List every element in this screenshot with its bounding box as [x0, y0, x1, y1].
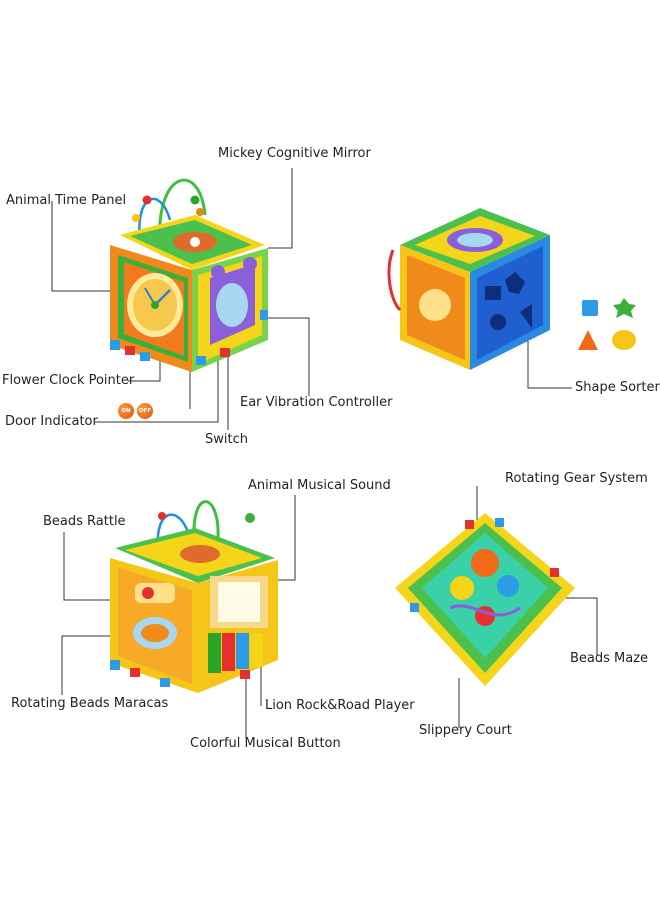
on-switch-badge: ON	[118, 403, 134, 419]
shape-sorter-cube-view	[387, 208, 550, 370]
musical-cube-view	[110, 500, 278, 693]
blue-cube-shape	[582, 300, 598, 316]
activity-cube-front-view	[110, 178, 268, 372]
label-beads-rattle: Beads Rattle	[43, 514, 126, 529]
leader-shape-sorter	[527, 341, 572, 389]
label-animal-musical-sound: Animal Musical Sound	[248, 478, 391, 493]
label-flower-clock-pointer: Flower Clock Pointer	[2, 373, 135, 388]
orange-triangle-shape	[578, 330, 598, 350]
label-lion-rock-road: Lion Rock&Road Player	[265, 698, 415, 713]
label-beads-maze: Beads Maze	[570, 651, 649, 666]
leader-door-indicator	[95, 334, 219, 423]
label-ear-vibration: Ear Vibration Controller	[240, 395, 393, 410]
label-rotating-beads-maracas: Rotating Beads Maracas	[11, 696, 169, 711]
label-rotating-gear-system: Rotating Gear System	[505, 471, 648, 486]
leader-mickey-mirror	[268, 168, 293, 249]
yellow-cylinder-shape	[612, 330, 636, 350]
label-colorful-musical-button: Colorful Musical Button	[190, 736, 341, 751]
label-door-indicator: Door Indicator	[5, 414, 98, 429]
sorter-shapes	[578, 298, 636, 350]
label-mickey-mirror: Mickey Cognitive Mirror	[218, 146, 371, 161]
label-switch: Switch	[205, 432, 248, 447]
green-star-shape	[613, 298, 636, 318]
off-switch-badge: OFF	[137, 403, 153, 419]
gear-maze-cube-view	[395, 513, 575, 686]
label-shape-sorter: Shape Sorter	[575, 380, 660, 395]
leader-ear-vibration	[262, 317, 310, 396]
leader-beads-maze	[555, 597, 598, 656]
label-animal-time-panel: Animal Time Panel	[6, 193, 127, 208]
label-slippery-court: Slippery Court	[419, 723, 512, 738]
